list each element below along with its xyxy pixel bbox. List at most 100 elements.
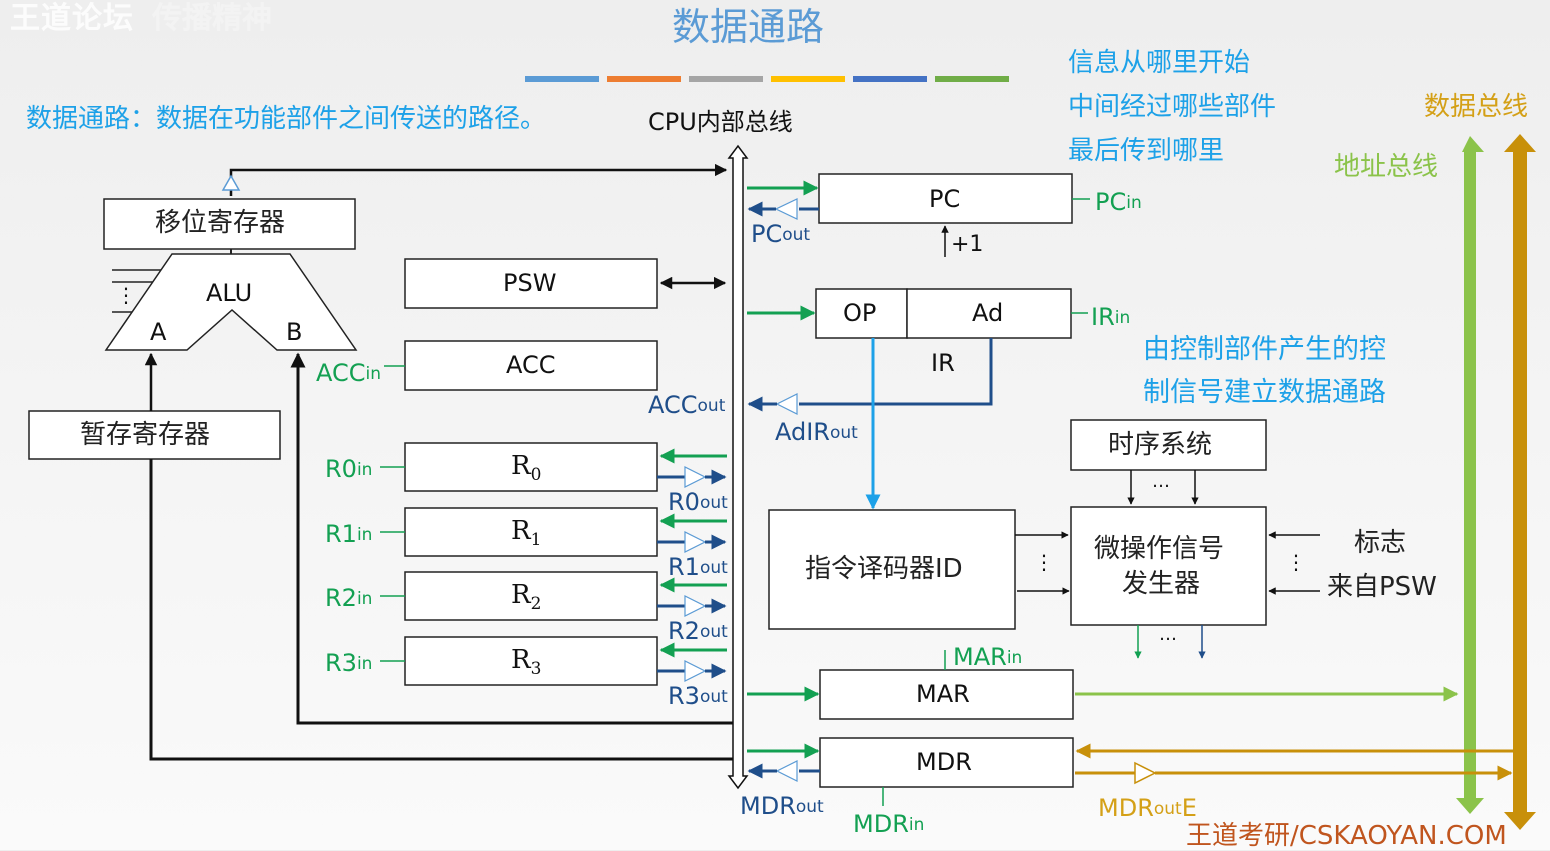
- register-label: R1: [511, 516, 542, 551]
- page-title: 数据通路: [672, 5, 825, 49]
- footer-watermark: 王道考研/CSKAOYAN.COM: [1186, 821, 1507, 851]
- register-box: [404, 442, 658, 492]
- register-box: [404, 507, 658, 557]
- mar-in-signal: MARin: [953, 643, 1023, 671]
- register-label: R2: [511, 580, 542, 615]
- register-in-signal: R1in: [325, 520, 373, 548]
- pc-label: PC: [929, 185, 961, 213]
- register-out-signal: R0out: [668, 488, 728, 516]
- register-box: [404, 636, 658, 686]
- shift-register-to-bus-line: [229, 163, 728, 196]
- psw-label: PSW: [503, 269, 557, 297]
- register-row: [380, 636, 727, 686]
- micro-op-generator-label-1: 微操作信号: [1094, 534, 1225, 564]
- timing-system-box: [1070, 419, 1267, 471]
- register-in-signal: R0in: [325, 455, 373, 483]
- temp-register-label: 暂存寄存器: [80, 420, 211, 450]
- question-3: 最后传到哪里: [1068, 136, 1225, 166]
- shift-register-output-gate: [221, 174, 241, 191]
- register-out-signal: R2out: [668, 617, 728, 645]
- shift-register-box: [103, 198, 356, 250]
- temp-register-box: [28, 410, 281, 460]
- alu-input-a-label: A: [150, 318, 167, 346]
- decoder-label: 指令译码器ID: [805, 554, 963, 584]
- shift-register-label: 移位寄存器: [155, 208, 286, 238]
- pc-increment-label: +1: [951, 232, 984, 257]
- timing-ellipsis: …: [1152, 471, 1170, 492]
- register-out-signal: R3out: [668, 682, 728, 710]
- control-note-line-1: 由控制部件产生的控: [1143, 334, 1386, 365]
- bus-to-temp-register-line: [149, 459, 733, 761]
- register-out-gate: [684, 466, 707, 488]
- ir-ad-label: Ad: [972, 299, 1004, 327]
- register-row: [380, 442, 727, 492]
- register-out-gate: [684, 660, 707, 682]
- flags-label-2: 来自PSW: [1327, 572, 1437, 602]
- register-out-gate: [684, 595, 707, 617]
- alu-input-b-label: B: [286, 318, 303, 346]
- flags-vdots: ⋮: [1286, 550, 1306, 574]
- flags-label-1: 标志: [1354, 528, 1407, 558]
- register-out-gate: [684, 531, 707, 553]
- title-stripe: [935, 76, 1009, 82]
- acc-in-signal: ACCin: [316, 359, 382, 387]
- register-out-signal: R1out: [668, 553, 728, 581]
- alu-control-vdots: ⋮: [116, 283, 136, 307]
- timing-system-label: 时序系统: [1108, 430, 1213, 460]
- acc-label: ACC: [506, 351, 556, 379]
- register-row: [380, 571, 727, 621]
- register-label: R3: [511, 645, 542, 680]
- register-in-signal: R3in: [325, 649, 373, 677]
- register-label: R0: [511, 451, 542, 486]
- psw-box: [404, 258, 658, 309]
- mdr-out-e-signal: MDRoutE: [1098, 794, 1197, 822]
- alu-label: ALU: [206, 279, 253, 307]
- title-stripe: [771, 76, 845, 82]
- register-row: [380, 507, 727, 557]
- question-2: 中间经过哪些部件: [1068, 92, 1277, 122]
- register-in-signal: R2in: [325, 584, 373, 612]
- address-bus-arrow: [1456, 136, 1484, 814]
- definition-text: 数据通路：数据在功能部件之间传送的路径。: [26, 104, 547, 134]
- question-1: 信息从哪里开始: [1068, 48, 1251, 78]
- decoder-box: [768, 509, 1016, 630]
- mdr-box: [819, 737, 1074, 788]
- title-stripe: [607, 76, 681, 82]
- ir-label: IR: [931, 349, 955, 377]
- register-box: [404, 571, 658, 621]
- data-bus-arrow: [1504, 134, 1536, 830]
- title-stripe: [689, 76, 763, 82]
- decoder-output-vdots: ⋮: [1034, 550, 1054, 574]
- control-note-line-2: 制信号建立数据通路: [1143, 377, 1386, 408]
- pc-out-signal: PCout: [751, 220, 811, 248]
- mdr-in-signal: MDRin: [853, 810, 925, 838]
- ir-in-signal: IRin: [1091, 303, 1131, 331]
- faded-watermark: 传播精神: [152, 1, 272, 36]
- mar-label: MAR: [916, 680, 970, 708]
- ir-ad-box: [906, 288, 1072, 339]
- address-bus-label: 地址总线: [1334, 152, 1439, 182]
- acc-box: [404, 340, 658, 391]
- forum-watermark: 王道论坛: [10, 1, 134, 36]
- pc-in-signal: PCin: [1095, 188, 1142, 216]
- pc-box: [818, 173, 1073, 224]
- data-bus-label: 数据总线: [1424, 92, 1529, 122]
- adir-out-signal: AdIRout: [775, 418, 858, 446]
- title-stripe: [525, 76, 599, 82]
- micro-op-generator-box: [1070, 506, 1267, 626]
- cpu-bus-label: CPU内部总线: [648, 108, 793, 136]
- cpu-internal-bus: [727, 144, 749, 790]
- acc-out-signal: ACCout: [648, 391, 726, 419]
- mar-box: [819, 669, 1074, 720]
- control-signal-ellipsis: …: [1159, 624, 1177, 645]
- title-stripes: [525, 76, 1009, 82]
- bus-to-alu-b-line: [290, 352, 733, 725]
- ir-op-label: OP: [843, 299, 877, 327]
- mdr-out-signal: MDRout: [740, 792, 824, 820]
- alu-control-lines: [112, 269, 161, 313]
- mdr-out-e-gate: [1134, 761, 1157, 785]
- alu-shape: [104, 253, 358, 351]
- micro-op-generator-label-2: 发生器: [1122, 569, 1201, 599]
- title-stripe: [853, 76, 927, 82]
